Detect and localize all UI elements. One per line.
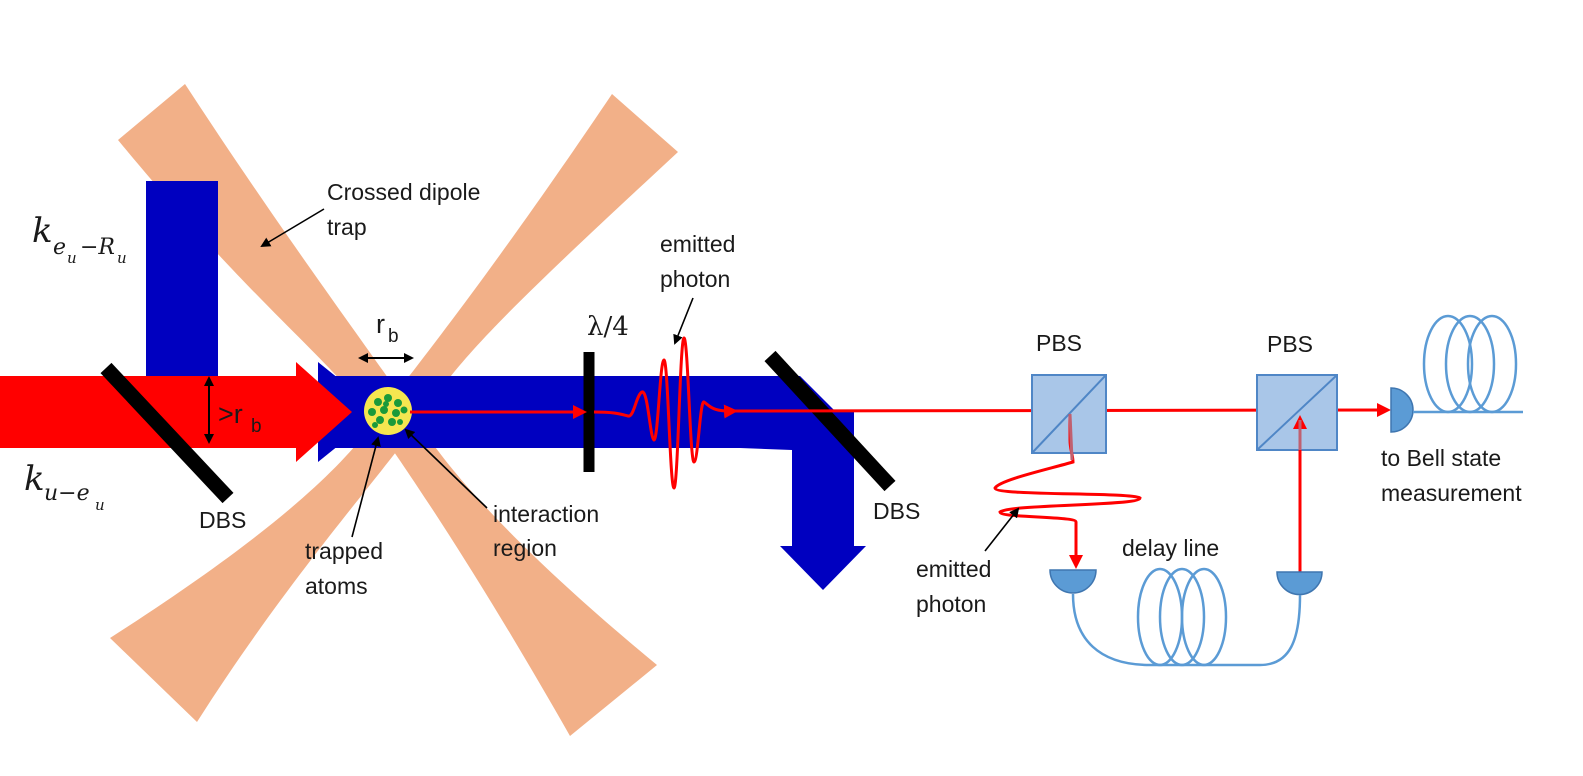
svg-text:k: k	[32, 211, 53, 251]
interaction-pointer-arrow	[404, 428, 488, 509]
dbs-right-mirror	[764, 350, 896, 492]
interaction-region-label-2: region	[493, 535, 557, 561]
emitted-photon-bottom-label-1: emitted	[916, 556, 991, 582]
detector-right	[1276, 571, 1323, 596]
detector-bell	[1390, 387, 1414, 433]
crossed-dipole-trap-label-2: trap	[327, 214, 367, 240]
detector-left	[1049, 569, 1097, 594]
emitted-photon-bottom-label-2: photon	[916, 591, 986, 617]
dbs-right-label: DBS	[873, 498, 920, 524]
r-b-label: r b	[376, 309, 399, 347]
svg-text:b: b	[251, 416, 262, 437]
pbs-right-label: PBS	[1267, 331, 1313, 357]
svg-text:−R: −R	[80, 235, 115, 260]
svg-text:u−e: u−e	[44, 481, 90, 506]
delay-line-label: delay line	[1122, 535, 1219, 561]
photon-pointer-arrow-bottom	[984, 507, 1020, 552]
blue-beam-output-arrowhead	[780, 546, 866, 590]
trapped-atoms-dots	[368, 394, 408, 428]
photon-path-pbs-down-overlay	[1068, 413, 1074, 461]
svg-text:u: u	[95, 496, 105, 514]
bell-state-label-2: measurement	[1381, 480, 1522, 506]
pbs-left-label: PBS	[1036, 330, 1082, 356]
svg-text:k: k	[24, 459, 45, 499]
interaction-region-label-1: interaction	[493, 501, 599, 527]
svg-text:u: u	[117, 249, 127, 267]
emitted-photon-top-label-1: emitted	[660, 231, 735, 257]
photon-path-pbs-down	[993, 414, 1142, 569]
svg-text:u: u	[67, 249, 77, 267]
svg-text:r: r	[376, 309, 385, 339]
pbs-right-cube	[1256, 374, 1338, 451]
crossed-dipole-trap-label-1: Crossed dipole	[327, 179, 480, 205]
bell-fiber-coil	[1413, 314, 1523, 414]
dbs-left-label: DBS	[199, 507, 246, 533]
gt-r-b-label: >r b	[218, 399, 262, 437]
emitted-photon-top-label-2: photon	[660, 266, 730, 292]
blue-beam-corner	[740, 376, 854, 450]
k-bottom-label: k u−e u	[24, 459, 105, 514]
photon-pointer-arrow-top	[673, 297, 694, 345]
trapped-atoms-label-2: atoms	[305, 573, 368, 599]
atoms-pointer-arrow	[351, 436, 381, 538]
lambda-quarter-label: λ/4	[587, 312, 629, 342]
photon-wavepacket-top	[593, 336, 738, 490]
bell-state-label-1: to Bell state	[1381, 445, 1501, 471]
delay-line-fiber	[1071, 567, 1302, 667]
k-top-label: k e u −R u	[32, 211, 127, 267]
svg-text:>r: >r	[218, 399, 243, 429]
trap-pointer-arrow	[260, 208, 325, 248]
svg-text:e: e	[53, 235, 66, 260]
trapped-atoms-label-1: trapped	[305, 538, 383, 564]
dbs-left-mirror	[100, 362, 234, 504]
red-beam-arrowhead	[296, 362, 352, 462]
blue-beam-input-vertical	[146, 181, 218, 378]
svg-text:b: b	[388, 326, 399, 347]
